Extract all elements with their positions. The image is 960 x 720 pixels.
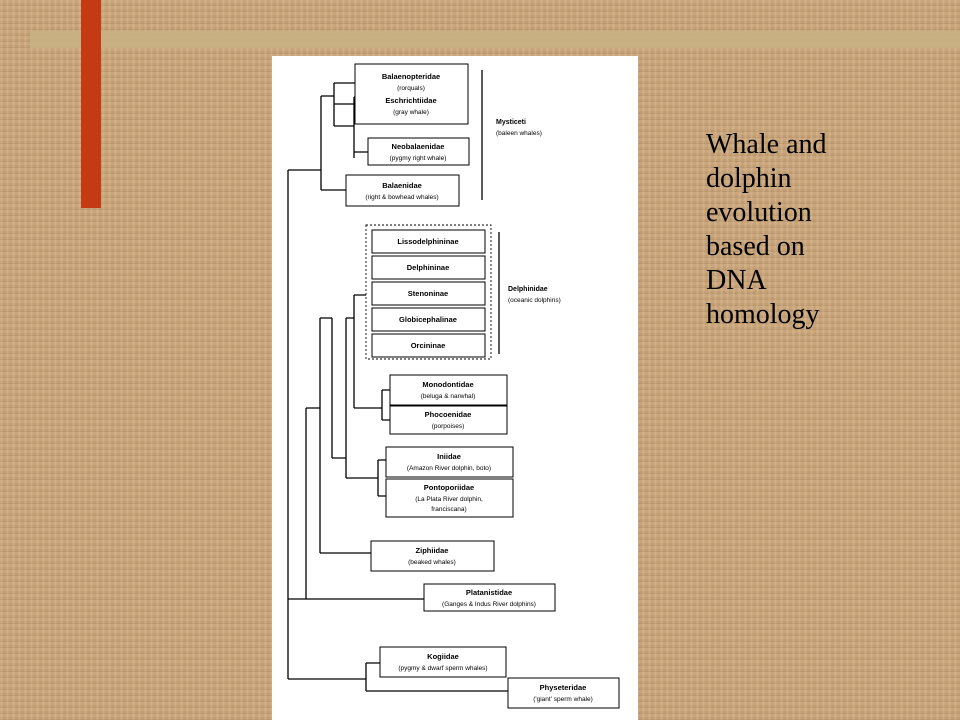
group-brackets [481,70,500,354]
platanistidae-common: (Ganges & Indus River dolphins) [442,601,536,608]
pontoporiidae-name: Pontoporiidae [424,483,474,492]
phocoenidae-box [389,405,508,435]
decorative-horizontal-bar [30,31,960,48]
family-boxes [345,63,620,709]
family-labels: Balaenopteridae (rorquals) Eschrichtiida… [365,72,592,703]
mysticeti-common: (baleen whales) [496,130,542,137]
pontoporiidae-common-2: franciscana) [431,506,466,513]
iniidae-common: (Amazon River dolphin, boto) [407,465,491,472]
delphininae-name: Delphininae [407,263,450,272]
kogiidae-common: (pygmy & dwarf sperm whales) [398,665,487,672]
slide-caption: Whale and dolphin evolution based on DNA… [706,129,827,330]
neobalaenidae-name: Neobalaenidae [392,142,445,151]
kogiidae-box [379,646,507,678]
tree-branches [287,82,508,692]
lissodelphininae-box [371,229,486,254]
physeteridae-name: Physeteridae [540,683,587,692]
physeteridae-box [507,677,620,709]
delphininae-box [371,255,486,280]
iniidae-box [385,446,514,478]
rorqual-gray-box [354,63,469,125]
kogiidae-name: Kogiidae [427,652,459,661]
neobalaenidae-box [367,137,470,166]
monodontidae-name: Monodontidae [422,380,473,389]
ziphiidae-common: (beaked whales) [408,559,456,566]
decorative-vertical-bar [81,0,101,208]
delphinidae-name: Delphinidae [508,286,548,293]
neobalaenidae-common: (pygmy right whale) [390,155,447,162]
monodontidae-common: (beluga & narwhal) [421,393,476,400]
phocoenidae-common: (porpoises) [432,423,465,430]
iniidae-name: Iniidae [437,452,461,461]
eschrichtiidae-common: (gray whale) [393,109,429,116]
physeteridae-common: ('giant' sperm whale) [533,696,593,703]
balaenopteridae-common: (rorquals) [397,85,425,92]
platanistidae-box [423,583,556,612]
stenoninae-name: Stenoninae [408,289,448,298]
monodontidae-box [389,374,508,406]
balaenidae-name: Balaenidae [382,181,422,190]
lissodelphininae-name: Lissodelphininae [397,237,458,246]
group-labels: Mysticeti (baleen whales) Delphinidae (o… [496,119,561,304]
orcininae-box [371,333,486,358]
mysticeti-name: Mysticeti [496,119,526,126]
balaenopteridae-name: Balaenopteridae [382,72,440,81]
balaenidae-box [345,174,460,207]
globicephalinae-box [371,307,486,332]
orcininae-name: Orcininae [411,341,446,350]
delphinidae-common: (oceanic dolphins) [508,297,561,304]
platanistidae-name: Platanistidae [466,588,512,597]
pontoporiidae-common-1: (La Plata River dolphin, [415,496,483,503]
delphinidae-dotted-box [365,224,492,360]
balaenidae-common: (right & bowhead whales) [365,194,438,201]
ziphiidae-box [370,540,495,572]
pontoporiidae-box [385,478,514,518]
globicephalinae-name: Globicephalinae [399,315,457,324]
eschrichtiidae-name: Eschrichtiidae [385,96,436,105]
stenoninae-box [371,281,486,306]
phocoenidae-name: Phocoenidae [425,410,472,419]
ziphiidae-name: Ziphiidae [416,546,449,555]
